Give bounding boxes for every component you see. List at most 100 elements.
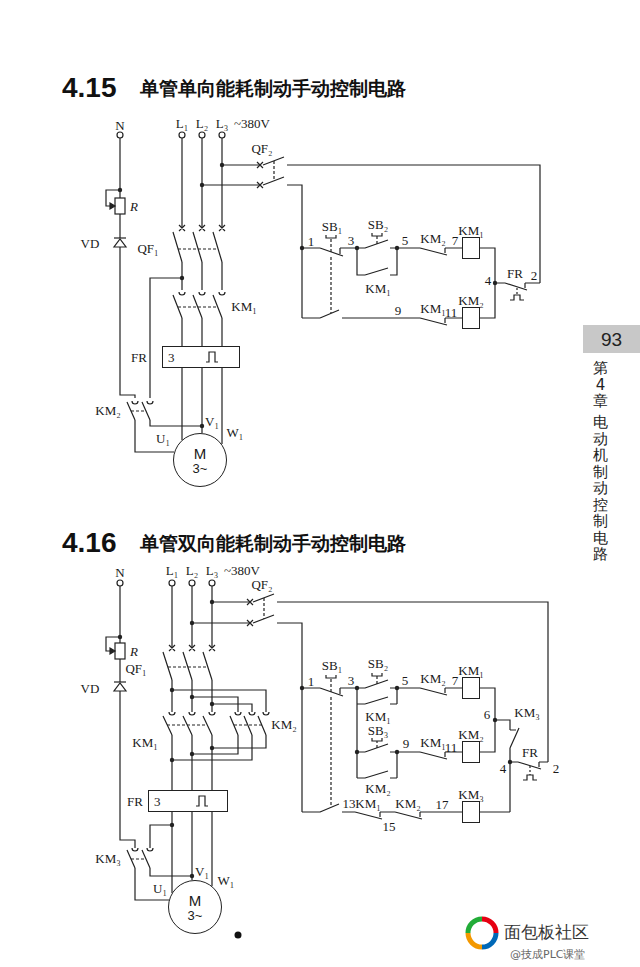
wire-number: 13 <box>343 797 356 810</box>
wire-number: 7 <box>452 234 459 247</box>
wire-number: 17 <box>436 798 449 811</box>
voltage-label: ~380V <box>234 117 270 130</box>
contact-label: KM₂ <box>420 672 445 685</box>
pole-count: 3 <box>168 351 175 364</box>
phase-label: L₃ <box>206 564 218 577</box>
motor-phase: 3~ <box>193 462 208 475</box>
wire-number: 4 <box>500 762 507 775</box>
contact-label: KM₁ <box>231 300 256 313</box>
wire-number: 15 <box>383 820 396 833</box>
contact-label: KM₁ <box>420 736 445 749</box>
button-label: SB₂ <box>368 218 388 231</box>
wire-number: 6 <box>484 708 491 721</box>
contact-label: KM₂ <box>365 782 390 795</box>
coil-symbol: KM₁ <box>462 677 480 699</box>
breaker-label: QF₂ <box>251 578 272 591</box>
breaker-label: QF₁ <box>125 662 146 675</box>
wire-number: 2 <box>553 762 560 775</box>
chapter-tab-text: 第4章 <box>593 360 608 410</box>
terminal-label: N <box>115 119 124 132</box>
coil-label: KM₃ <box>458 788 483 801</box>
contact-label: KM₂ <box>95 404 120 417</box>
phase-label: L₂ <box>186 564 198 577</box>
phase-label: L₂ <box>196 117 208 130</box>
contact-label: KM₁ <box>420 302 445 315</box>
motor-symbol: M3~ <box>173 433 227 487</box>
relay-label: FR <box>127 795 143 808</box>
wire-number: 11 <box>445 741 458 754</box>
contact-label: KM₁ <box>355 797 380 810</box>
button-label: SB₂ <box>368 657 388 670</box>
motor-phase: 3~ <box>188 909 203 922</box>
wire-number: 3 <box>348 234 355 247</box>
bullet-dot <box>235 932 242 939</box>
section-number: 4.16 <box>62 529 117 557</box>
relay-label: FR <box>131 351 147 364</box>
wire-number: 9 <box>403 737 410 750</box>
wire-number: 5 <box>402 674 409 687</box>
terminal-label: U₁ <box>153 882 167 895</box>
resistor-label: R <box>130 200 138 213</box>
connector-line <box>480 248 495 318</box>
thermal-relay-box: FR3 <box>162 346 240 368</box>
motor-letter: M <box>189 893 202 908</box>
coil-label: KM₂ <box>458 728 483 741</box>
coil-symbol: KM₃ <box>462 801 480 823</box>
terminal-label: N <box>115 566 124 579</box>
wire-number: 1 <box>308 235 315 248</box>
terminal-label: W₁ <box>227 426 244 439</box>
contact-label: KM₁ <box>132 736 157 749</box>
button-label: SB₁ <box>322 220 342 233</box>
wire-number: 2 <box>531 269 538 282</box>
circuit-4-16 <box>106 580 548 900</box>
connector-line <box>480 688 495 752</box>
thermal-relay-box: FR3 <box>148 790 228 812</box>
connector <box>480 248 495 318</box>
phase-label: L₁ <box>176 117 188 130</box>
terminal-label: W₁ <box>218 874 235 887</box>
breaker-label: QF₂ <box>251 142 272 155</box>
pole-count: 3 <box>154 795 161 808</box>
section-title: 单管单向能耗制动手动控制电路 <box>140 79 406 98</box>
motor-symbol: M3~ <box>168 880 222 934</box>
coil-symbol: KM₂ <box>462 307 480 329</box>
phase-label: L₁ <box>166 564 178 577</box>
motor-letter: M <box>194 446 207 461</box>
voltage-label: ~380V <box>224 564 260 577</box>
diode-label: VD <box>81 237 100 250</box>
terminal-label: V₁ <box>195 865 209 878</box>
terminal-label: V₁ <box>205 415 219 428</box>
coil-label: KM₂ <box>458 294 483 307</box>
wire-number: 7 <box>452 674 459 687</box>
watermark: 面包板社区 <box>504 924 589 941</box>
wire-number: 4 <box>485 274 492 287</box>
wire-number: 11 <box>445 306 458 319</box>
coil-symbol: KM₁ <box>462 237 480 259</box>
section-title: 单管双向能耗制动手动控制电路 <box>140 534 406 553</box>
resistor-label: R <box>130 645 138 658</box>
button-label: SB₃ <box>368 724 388 737</box>
breaker-label: QF₁ <box>137 242 158 255</box>
contact-label: KM₁ <box>365 282 390 295</box>
coil-label: KM₁ <box>458 224 483 237</box>
button-label: SB₁ <box>322 659 342 672</box>
contact-label: KM₃ <box>95 852 120 865</box>
contact-label: KM₂ <box>395 797 420 810</box>
phase-label: L₃ <box>216 117 228 130</box>
connector <box>480 688 495 752</box>
coil-symbol: KM₂ <box>462 741 480 763</box>
diode-label: VD <box>81 682 100 695</box>
section-number: 4.15 <box>62 74 117 102</box>
contact-label: FR <box>507 267 523 280</box>
contact-label: KM₁ <box>365 710 390 723</box>
coil-label: KM₁ <box>458 664 483 677</box>
page-number: 93 <box>601 330 622 349</box>
terminal-label: U₁ <box>156 432 170 445</box>
page-number-tab: 93 <box>583 325 640 353</box>
contact-label: KM₂ <box>420 232 445 245</box>
watermark-logo <box>468 919 496 947</box>
wire-number: 1 <box>308 675 315 688</box>
contact-label: KM₂ <box>271 718 296 731</box>
